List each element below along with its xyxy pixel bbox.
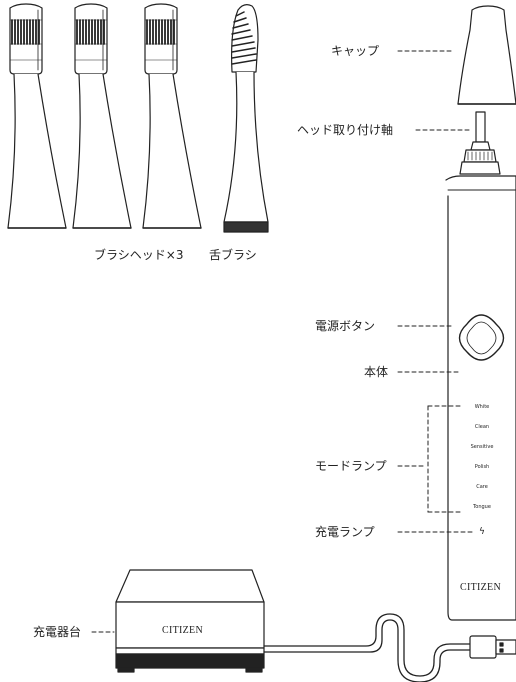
brush-head-icon bbox=[7, 3, 67, 229]
mode-polish: Polish bbox=[474, 464, 490, 470]
tongue-brush-label: 舌ブラシ bbox=[209, 248, 257, 262]
charge-lamp-label: 充電ランプ bbox=[315, 525, 375, 539]
head-shaft-icon bbox=[459, 111, 501, 175]
charger-brand-logo: CITIZEN bbox=[162, 625, 203, 636]
charge-lamp-icon: ϟ bbox=[479, 527, 485, 537]
cap-label: キャップ bbox=[331, 44, 380, 58]
brush-head-icon bbox=[72, 3, 132, 229]
leader-lines bbox=[91, 50, 475, 633]
handle-brand-logo: CITIZEN bbox=[460, 582, 501, 593]
brush-heads-label: ブラシヘッド×3 bbox=[94, 248, 184, 262]
mode-clean: Clean bbox=[474, 424, 490, 430]
tongue-brush-icon bbox=[223, 4, 269, 233]
charger-base bbox=[115, 569, 265, 673]
cap-icon bbox=[457, 5, 516, 105]
body-label: 本体 bbox=[364, 365, 389, 379]
charger-label: 充電器台 bbox=[33, 625, 82, 639]
mode-care: Care bbox=[476, 484, 488, 490]
power-button-label: 電源ボタン bbox=[315, 319, 376, 333]
head-shaft-label: ヘッド取り付け軸 bbox=[297, 123, 394, 137]
toothbrush-handle bbox=[445, 175, 516, 621]
brush-head-icon bbox=[142, 3, 202, 229]
charging-cable bbox=[263, 613, 471, 682]
mode-lamp-label: モードランプ bbox=[315, 459, 387, 473]
usb-plug-icon bbox=[469, 635, 516, 659]
mode-tongue: Tongue bbox=[473, 504, 491, 510]
mode-white: White bbox=[474, 404, 490, 410]
mode-sensitive: Sensitive bbox=[470, 444, 494, 450]
